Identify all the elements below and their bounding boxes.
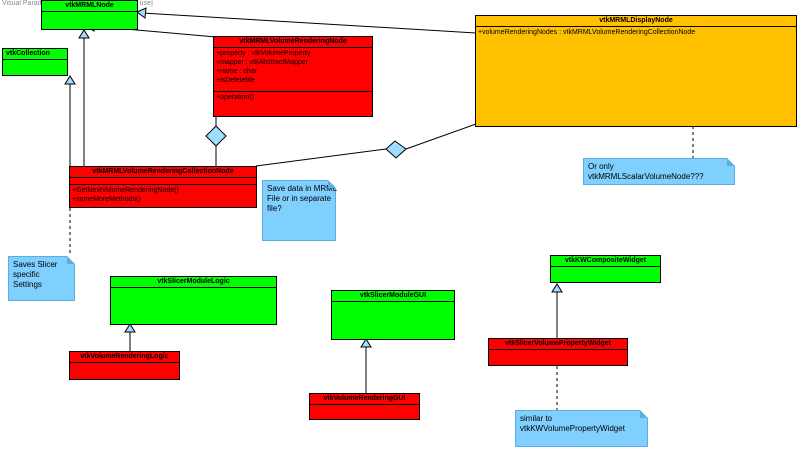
note-line: Saves Slicer bbox=[13, 260, 58, 269]
class-attributes bbox=[3, 60, 67, 68]
note-fold-corner bbox=[640, 410, 648, 418]
class-vtkvolumerenderinglogic[interactable]: vtkVolumeRenderingLogic bbox=[69, 351, 180, 380]
class-name: vtkMRMLVolumeRenderingNode bbox=[214, 37, 372, 48]
aggregation-diamond bbox=[385, 140, 407, 159]
attribute-row: +property : vtkVolumeProperty bbox=[216, 50, 311, 57]
class-vtkmrmldisplaynode[interactable]: vtkMRMLDisplayNode +volumeRenderingNodes… bbox=[475, 15, 797, 127]
class-name: vtkKWCompositeWidget bbox=[551, 256, 660, 267]
note-line: file? bbox=[267, 204, 282, 213]
note-line: similar to bbox=[520, 414, 553, 423]
class-operations: +GetNextVolumeRenderingNode() +someMoreM… bbox=[70, 185, 256, 205]
class-attributes bbox=[70, 363, 179, 369]
note-or-only[interactable]: Or only vtkMRMLScalarVolumeNode??? bbox=[583, 158, 735, 185]
note-fold-corner bbox=[328, 180, 336, 188]
class-name: vtkSlicerModuleLogic bbox=[111, 277, 276, 288]
note-saves-slicer[interactable]: Saves Slicer specific Settings bbox=[8, 256, 75, 301]
note-line: Settings bbox=[13, 280, 42, 289]
class-attributes bbox=[70, 178, 256, 185]
class-attributes bbox=[551, 267, 660, 273]
class-vtkmrmlnode[interactable]: vtkMRMLNode bbox=[41, 0, 138, 30]
note-line: vtkMRMLScalarVolumeNode??? bbox=[588, 172, 704, 181]
note-similar-to[interactable]: similar to vtkKWVolumePropertyWidget bbox=[515, 410, 648, 447]
class-attributes: +volumeRenderingNodes : vtkMRMLVolumeRen… bbox=[476, 27, 796, 38]
class-vtkslicermodulegui[interactable]: vtkSlicerModuleGUI bbox=[331, 290, 455, 340]
attribute-row: +volumeRenderingNodes : vtkMRMLVolumeRen… bbox=[478, 29, 696, 36]
class-attributes bbox=[332, 302, 454, 308]
note-line: Or only bbox=[588, 162, 614, 171]
class-operations: +operation() bbox=[214, 92, 372, 103]
class-vtkvolumerenderinggui[interactable]: vtkVolumeRenderingGUI bbox=[309, 393, 420, 420]
class-attributes bbox=[111, 288, 276, 302]
class-attributes bbox=[489, 350, 627, 356]
class-name: vtkMRMLNode bbox=[42, 1, 137, 12]
class-vtkslicervolumepropertywidget[interactable]: vtkSlicerVolumePropertyWidget bbox=[488, 338, 628, 366]
class-name: vtkMRMLVolumeRenderingCollectionNode bbox=[70, 167, 256, 178]
operation-row: +GetNextVolumeRenderingNode() bbox=[72, 187, 179, 194]
note-line: specific bbox=[13, 270, 40, 279]
attribute-row: +mapper : vtkAbstractMapper bbox=[216, 59, 309, 66]
class-vtkmrmlvolumerenderingcollectionnode[interactable]: vtkMRMLVolumeRenderingCollectionNode +Ge… bbox=[69, 166, 257, 208]
aggregation-line bbox=[255, 148, 387, 167]
note-fold-corner bbox=[727, 158, 735, 166]
generalization-arrow bbox=[64, 75, 76, 85]
operation-row: +someMoreMethods() bbox=[72, 196, 141, 203]
class-vtkmrmlvolumerenderingnode[interactable]: vtkMRMLVolumeRenderingNode +property : v… bbox=[213, 36, 373, 117]
note-line: vtkKWVolumePropertyWidget bbox=[520, 424, 625, 433]
class-name: vtkSlicerModuleGUI bbox=[332, 291, 454, 302]
class-name: vtkVolumeRenderingGUI bbox=[310, 394, 419, 405]
attribute-row: +isDeleteble bbox=[216, 77, 255, 84]
generalization-arrow bbox=[360, 338, 372, 348]
class-name: vtkVolumeRenderingLogic bbox=[70, 352, 179, 363]
class-name: vtkMRMLDisplayNode bbox=[476, 16, 796, 27]
note-line: Save data in MRML bbox=[267, 184, 338, 193]
class-vtkcollection[interactable]: vtkCollection bbox=[2, 48, 68, 76]
class-vtkslicermodulelogic[interactable]: vtkSlicerModuleLogic bbox=[110, 276, 277, 325]
generalization-arrow bbox=[124, 323, 136, 333]
generalization-arrow bbox=[78, 29, 90, 39]
class-attributes bbox=[310, 405, 419, 411]
generalization-line bbox=[141, 12, 477, 34]
generalization-arrow bbox=[136, 7, 147, 19]
note-save-data[interactable]: Save data in MRML File or in separate fi… bbox=[262, 180, 338, 241]
note-fold-corner bbox=[67, 256, 75, 264]
aggregation-diamond bbox=[205, 125, 227, 147]
note-line: File or in separate bbox=[267, 194, 332, 203]
attribute-row: +name : char bbox=[216, 68, 258, 75]
generalization-arrow bbox=[551, 283, 563, 293]
class-attributes bbox=[42, 12, 137, 22]
class-name: vtkCollection bbox=[3, 49, 67, 60]
class-name: vtkSlicerVolumePropertyWidget bbox=[489, 339, 627, 350]
class-attributes: +property : vtkVolumeProperty +mapper : … bbox=[214, 48, 372, 92]
operation-row: +operation() bbox=[216, 94, 254, 101]
class-vtkkwcompositewidget[interactable]: vtkKWCompositeWidget bbox=[550, 255, 661, 283]
aggregation-line bbox=[405, 123, 477, 150]
